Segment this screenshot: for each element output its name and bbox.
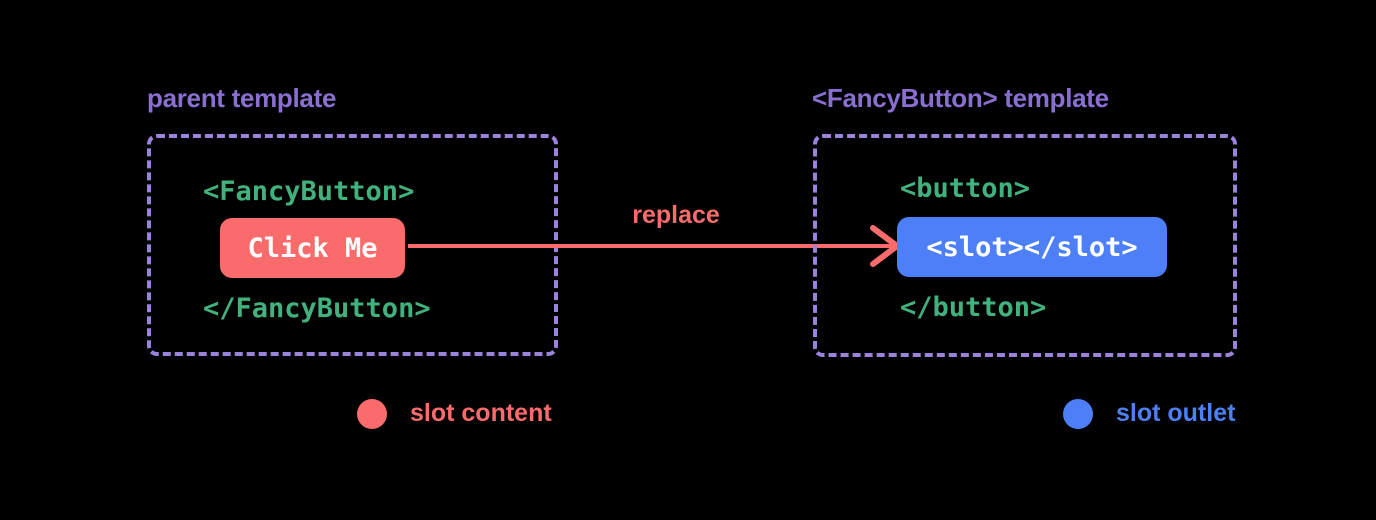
slot-outlet-label: slot outlet bbox=[1116, 399, 1236, 428]
button-close-tag: </button> bbox=[900, 292, 1047, 323]
fancybutton-template-box bbox=[813, 134, 1237, 357]
fancybutton-open-tag: <FancyButton> bbox=[203, 176, 415, 207]
fancybutton-template-title: <FancyButton> template bbox=[812, 83, 1109, 113]
legend-slot-outlet: slot outlet bbox=[1063, 399, 1235, 429]
click-me-button-label: Click Me bbox=[247, 232, 378, 264]
parent-template-title: parent template bbox=[147, 83, 337, 113]
slot-outlet-box: <slot></slot> bbox=[897, 217, 1167, 277]
slot-code-label: <slot></slot> bbox=[926, 231, 1138, 263]
slot-content-dot-icon bbox=[357, 399, 387, 429]
slot-content-label: slot content bbox=[410, 399, 552, 428]
slot-outlet-dot-icon bbox=[1063, 399, 1093, 429]
replace-label: replace bbox=[632, 201, 720, 229]
button-open-tag: <button> bbox=[900, 173, 1031, 204]
fancybutton-close-tag: </FancyButton> bbox=[203, 293, 431, 324]
legend-slot-content: slot content bbox=[357, 399, 552, 429]
click-me-button: Click Me bbox=[220, 218, 405, 278]
